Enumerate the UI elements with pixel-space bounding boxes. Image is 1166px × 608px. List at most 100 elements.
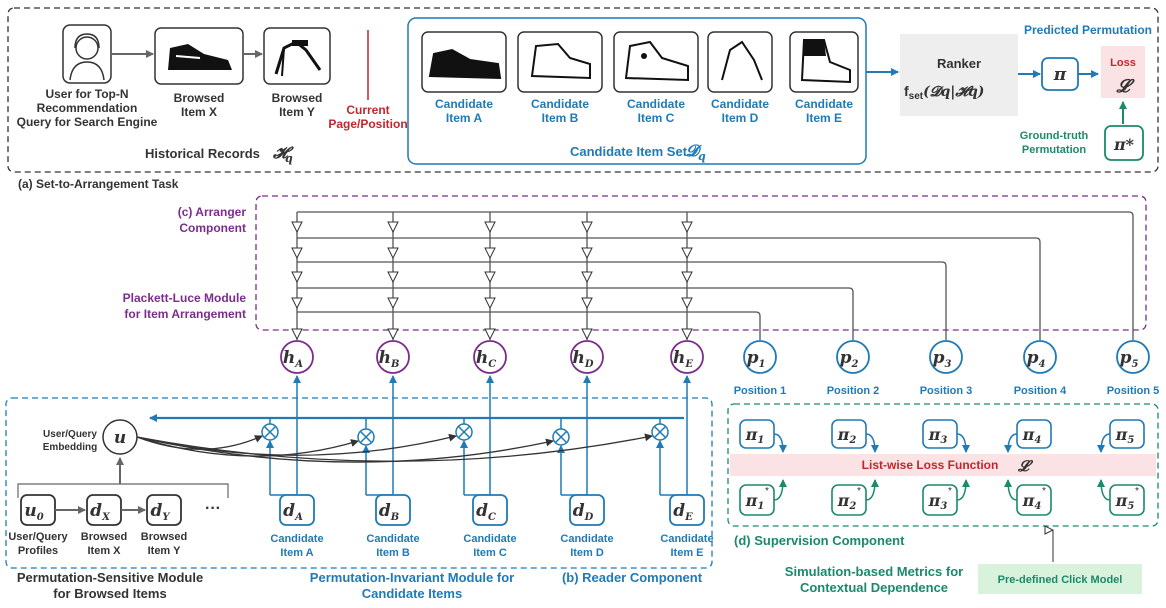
d-cap-2: Item A xyxy=(280,547,313,559)
svg-text:(b) Reader Component: (b) Reader Component xyxy=(562,570,703,585)
supervision-panel xyxy=(727,403,1159,527)
otimes-icon xyxy=(552,428,570,446)
d-node-e: dE xyxy=(669,494,705,526)
svg-text:(c) Arranger: (c) Arranger xyxy=(178,205,247,219)
historical-sub: q xyxy=(285,152,293,165)
svg-text:Plackett-Luce Module: Plackett-Luce Module xyxy=(123,291,247,305)
click-model-label: Pre-defined Click Model xyxy=(998,574,1123,586)
svg-text:Candidate: Candidate xyxy=(627,97,685,111)
pi-symbol: π xyxy=(1022,491,1035,510)
current-2: Page/Position xyxy=(328,117,407,131)
ranker-f: f xyxy=(904,83,909,99)
d-node-c: dC xyxy=(472,494,508,526)
svg-text:𝓓: 𝓓 xyxy=(686,141,702,160)
pi-star: π* xyxy=(1113,135,1135,154)
seq-node-dy: dY xyxy=(146,494,182,526)
pi-symbol: π xyxy=(928,491,941,510)
shoe-icon xyxy=(707,31,773,93)
otimes-icon xyxy=(357,428,375,446)
pi-star-3: π3* xyxy=(922,479,970,516)
svg-text:π4: π4 xyxy=(1022,491,1042,512)
pi-star-1: π1* xyxy=(739,479,787,516)
svg-text:Ground-truth: Ground-truth xyxy=(1020,130,1089,142)
pi-pred-5: π5 xyxy=(1097,419,1145,453)
pi-star-4: π4* xyxy=(1004,479,1052,516)
gt-1: Ground-truth xyxy=(1020,130,1089,142)
pi-index: 1 xyxy=(757,501,764,512)
ranker-box xyxy=(900,34,1018,116)
pl-module-1: Plackett-Luce Module xyxy=(123,291,247,305)
d-node-e-sub: E xyxy=(684,512,693,523)
svg-text:hD: hD xyxy=(572,348,593,370)
svg-text:Item C: Item C xyxy=(473,547,507,559)
p-node-4: p4 xyxy=(1023,340,1057,374)
pi-pred-2: π2 xyxy=(831,419,879,453)
seq-node-u0-label: u xyxy=(24,501,36,521)
pi-symbol: π xyxy=(1053,65,1067,85)
svg-text:Profiles: Profiles xyxy=(18,545,58,557)
svg-text:Component: Component xyxy=(179,221,246,235)
pi-symbol: π xyxy=(745,491,758,510)
pi-symbol: π xyxy=(745,425,758,444)
pi-pred-4: π4 xyxy=(1004,419,1052,453)
task-panel xyxy=(7,7,1159,173)
d-node-b: dB xyxy=(375,494,411,526)
plackett-luce-connections xyxy=(291,211,1134,341)
svg-text:Current: Current xyxy=(346,103,389,117)
d-node-a-sub: A xyxy=(294,512,303,523)
d-node-a: dA xyxy=(279,494,315,526)
candidate-label-2: Item A xyxy=(446,111,483,125)
svg-text:Query for Search Engine: Query for Search Engine xyxy=(17,115,158,129)
simulation-1: Simulation-based Metrics for xyxy=(785,564,963,579)
svg-text:(d) Supervision Component: (d) Supervision Component xyxy=(734,533,905,548)
svg-text:π4: π4 xyxy=(1022,425,1042,446)
browsed-x-2: Item X xyxy=(181,105,217,119)
pi-star-5: π5* xyxy=(1097,479,1145,516)
pi-star-box xyxy=(1104,125,1144,161)
pi-index: 4 xyxy=(1034,435,1041,446)
position-label-4: Position 4 xyxy=(1014,385,1067,397)
position-label-1: Position 1 xyxy=(734,385,787,397)
p-node-5: p5 xyxy=(1116,340,1150,374)
svg-text:Page/Position: Page/Position xyxy=(328,117,407,131)
loss-box xyxy=(1101,46,1145,98)
position-label-2: Position 2 xyxy=(827,385,880,397)
pi-pred-3: π3 xyxy=(922,419,970,453)
svg-text:p4: p4 xyxy=(1027,348,1046,370)
svg-text:Position 5: Position 5 xyxy=(1107,385,1160,397)
p-node-3: p3 xyxy=(929,340,963,374)
svg-text:hC: hC xyxy=(476,348,496,370)
svg-text:π5: π5 xyxy=(1115,425,1135,446)
p-node-3-label: p xyxy=(933,348,945,368)
position-label-5: Position 5 xyxy=(1107,385,1160,397)
reader-caption: (b) Reader Component xyxy=(562,570,703,585)
svg-text:Position 1: Position 1 xyxy=(734,385,787,397)
p-node-5-sub: 5 xyxy=(1131,359,1138,370)
svg-text:Item D: Item D xyxy=(722,111,759,125)
reader-panel xyxy=(5,397,713,569)
seq-node-u0: u0 xyxy=(20,494,56,526)
svg-text:Predicted Permutation: Predicted Permutation xyxy=(1024,23,1152,37)
h-node-a-sub: A xyxy=(294,359,303,370)
loss-label: Loss xyxy=(1110,57,1136,69)
candidate-label-2: Item E xyxy=(806,111,842,125)
svg-text:Item C: Item C xyxy=(638,111,675,125)
h-node-e-sub: E xyxy=(684,359,693,370)
h-node-c: hC xyxy=(473,340,507,374)
svg-text:Browsed: Browsed xyxy=(81,531,127,543)
svg-text:π2: π2 xyxy=(837,425,857,446)
seq-cap-2: Item Y xyxy=(148,545,181,557)
pi-symbol: π xyxy=(1115,425,1128,444)
pi-index: 3 xyxy=(940,435,947,446)
candidate-label-1: Candidate xyxy=(435,97,493,111)
otimes-icon xyxy=(261,423,279,441)
d-cap-1: Candidate xyxy=(366,533,419,545)
d-node-d: dD xyxy=(569,494,605,526)
p-node-2: p2 xyxy=(836,340,870,374)
user-icon xyxy=(62,24,112,84)
task-caption: (a) Set-to-Arrangement Task xyxy=(18,177,179,191)
svg-text:p2: p2 xyxy=(840,348,859,370)
reader-connections xyxy=(136,375,691,496)
pi-pred-1: π1 xyxy=(739,419,787,453)
